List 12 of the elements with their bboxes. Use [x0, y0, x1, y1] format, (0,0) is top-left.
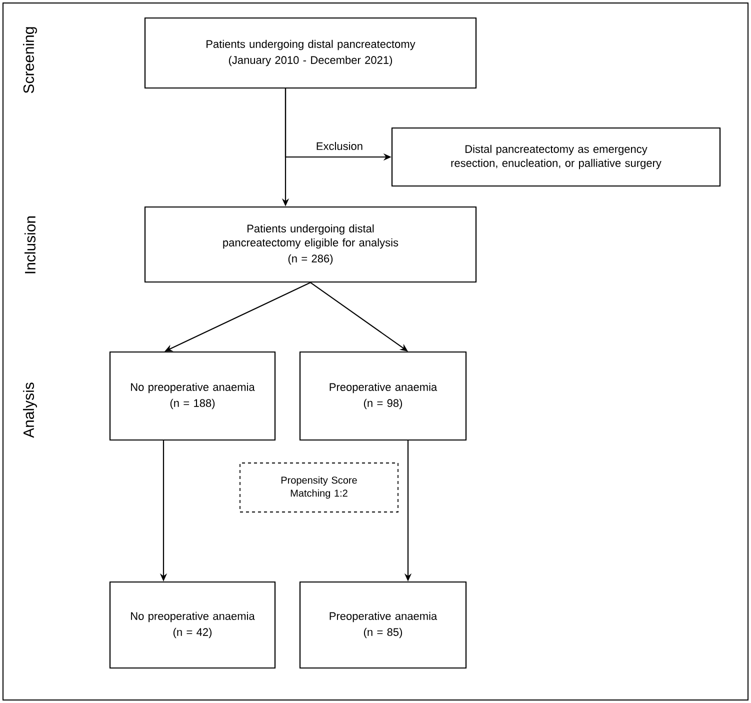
edge-label: Exclusion: [314, 140, 364, 152]
stage-label: Inclusion: [24, 216, 36, 274]
process-box: Preoperative anaemia (n = 85): [299, 581, 467, 669]
process-box: No preoperative anaemia (n = 42): [109, 581, 276, 669]
process-box: Patients undergoing distal pancreatectomy (January 2010 - December 2021): [144, 17, 477, 89]
process-box: No preoperative anaemia (n = 188): [109, 351, 276, 441]
dashed-box: Propensity Score Matching 1:2: [240, 462, 398, 512]
process-box: Patients undergoing distal pancreatectomy eligible for analysis (n = 286): [144, 206, 477, 283]
process-box: Preoperative anaemia (n = 98): [299, 351, 467, 441]
process-box: Distal pancreatectomy as emergency resection, enucleation, or palliative surgery: [391, 127, 721, 187]
stage-label: Analysis: [23, 382, 37, 438]
stage-label: Screening: [23, 27, 37, 94]
